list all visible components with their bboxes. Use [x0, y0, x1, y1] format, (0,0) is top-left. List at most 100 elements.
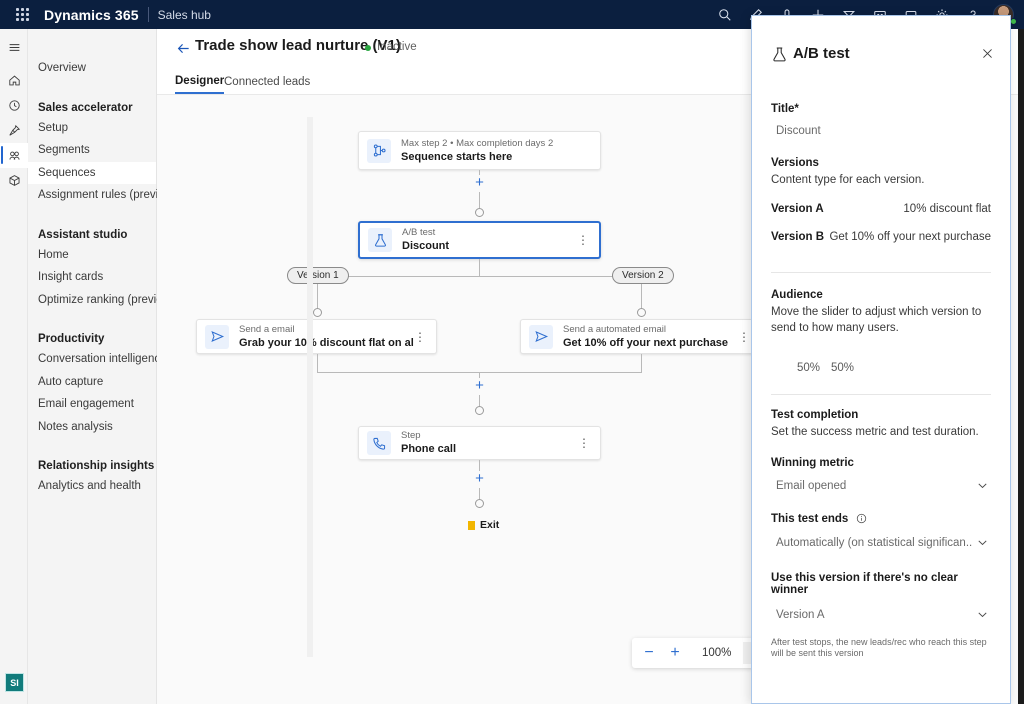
- add-step-button-1[interactable]: +: [471, 175, 488, 192]
- user-initials-badge[interactable]: SI: [5, 673, 24, 692]
- page-title: Trade show lead nurture (V1): [195, 37, 401, 54]
- connector-line: [479, 395, 480, 407]
- close-icon[interactable]: [981, 47, 994, 65]
- sidebar-item-analytics-and-health[interactable]: Analytics and health: [38, 480, 141, 493]
- sequence-node-email-a[interactable]: Send a email Grab your 10% discount flat…: [196, 319, 437, 354]
- node-more-options-button[interactable]: ⋮: [577, 233, 589, 247]
- version-a-value[interactable]: 10% discount flat: [903, 203, 991, 215]
- search-icon[interactable]: [709, 0, 740, 29]
- connector-line: [641, 284, 642, 309]
- winning-metric-select[interactable]: Email opened: [771, 475, 991, 497]
- sidebar-item-setup[interactable]: Setup: [38, 121, 69, 134]
- node-more-options-button[interactable]: ⋮: [578, 436, 590, 450]
- panel-title: A/B test: [793, 45, 850, 62]
- test-completion-description: Set the success metric and test duration…: [771, 426, 979, 438]
- home-icon[interactable]: [0, 68, 28, 93]
- audience-heading: Audience: [771, 289, 823, 301]
- left-icon-rail: SI: [0, 29, 28, 704]
- back-arrow-icon[interactable]: [175, 40, 191, 56]
- sidebar-item-insight-cards[interactable]: Insight cards: [38, 271, 104, 284]
- test-ends-select[interactable]: Automatically (on statistical significan…: [771, 532, 991, 554]
- brand-name[interactable]: Dynamics 365: [44, 6, 139, 23]
- zoom-level-value: 100%: [702, 647, 732, 659]
- sidebar-group-assistant-studio: Assistant studio: [38, 228, 128, 241]
- sales-accelerator-icon[interactable]: [0, 143, 28, 168]
- branch-label-version-2[interactable]: Version 2: [612, 267, 674, 284]
- brand-divider: [147, 7, 149, 22]
- sequence-node-email-b[interactable]: Send a automated email Get 10% off your …: [520, 319, 761, 354]
- sequence-node-phone-call[interactable]: Step Phone call ⋮: [358, 426, 601, 460]
- branch-label-version-1[interactable]: Version 1: [287, 267, 349, 284]
- winning-metric-label: Winning metric: [771, 457, 854, 469]
- connector-dot: [475, 208, 484, 217]
- section-divider: [771, 272, 991, 273]
- hamburger-menu-icon[interactable]: [0, 35, 28, 60]
- pinned-icon[interactable]: [0, 118, 28, 143]
- split-percent-a: 50%: [797, 362, 821, 374]
- version-a-row: Version A 10% discount flat: [771, 203, 991, 215]
- connector-line: [479, 460, 480, 472]
- canvas-scrollbar[interactable]: [307, 117, 313, 657]
- versions-heading: Versions: [771, 157, 819, 169]
- sidebar-item-email-engagement[interactable]: Email engagement: [38, 398, 134, 411]
- sequence-start-icon: [367, 138, 391, 163]
- connector-dot: [637, 308, 646, 317]
- connector-line: [479, 259, 480, 276]
- no-clear-winner-value: Version A: [776, 609, 825, 621]
- sidebar-nav: Overview Sales accelerator Setup Segment…: [28, 29, 177, 704]
- sidebar-item-notes-analysis[interactable]: Notes analysis: [38, 420, 113, 433]
- sequence-node-start[interactable]: Max step 2 • Max completion days 2 Seque…: [358, 131, 601, 170]
- sidebar-item-optimize-ranking[interactable]: Optimize ranking (preview): [38, 293, 175, 306]
- no-clear-winner-select[interactable]: Version A: [771, 604, 991, 626]
- exit-node: Exit: [468, 519, 499, 531]
- app-name[interactable]: Sales hub: [157, 7, 211, 22]
- status-dot: [365, 45, 371, 51]
- version-b-label: Version B: [771, 231, 825, 243]
- sidebar-item-sequences[interactable]: Sequences: [28, 161, 156, 184]
- connector-line: [317, 284, 318, 309]
- audience-split-slider[interactable]: 50% 50%: [771, 362, 991, 374]
- app-launcher-icon[interactable]: [0, 0, 44, 29]
- sidebar-item-segments[interactable]: Segments: [38, 144, 90, 157]
- chevron-down-icon: [976, 608, 989, 624]
- sidebar-item-overview[interactable]: Overview: [38, 62, 86, 75]
- ab-test-properties-panel: A/B test Title* Discount Versions Conten…: [751, 15, 1011, 704]
- version-b-value[interactable]: Get 10% off your next purchase: [829, 231, 991, 243]
- panel-header: A/B test: [752, 16, 1010, 68]
- recent-clock-icon[interactable]: [0, 93, 28, 118]
- no-clear-winner-note: After test stops, the new leads/rec who …: [771, 637, 987, 658]
- sidebar-item-home[interactable]: Home: [38, 248, 69, 261]
- chevron-down-icon: [976, 536, 989, 552]
- connector-line: [479, 192, 480, 208]
- window-scrollbar[interactable]: [1018, 29, 1024, 704]
- zoom-out-button[interactable]: −: [644, 644, 654, 661]
- box-cube-icon[interactable]: [0, 168, 28, 193]
- node-title: Phone call: [401, 443, 457, 455]
- version-a-label: Version A: [771, 203, 824, 215]
- tab-connected-leads[interactable]: Connected leads: [224, 75, 311, 88]
- status-badge: Inactive: [377, 41, 417, 53]
- versions-description: Content type for each version.: [771, 174, 925, 186]
- node-title: Sequence starts here: [401, 150, 513, 163]
- sequence-node-ab-test[interactable]: A/B test Discount ⋮: [358, 221, 601, 259]
- node-title: Get 10% off your next purchase: [563, 336, 729, 349]
- add-step-button-2[interactable]: +: [471, 378, 488, 395]
- tab-designer[interactable]: Designer: [175, 69, 225, 94]
- node-more-options-button[interactable]: ⋮: [414, 329, 426, 344]
- exit-label: Exit: [480, 519, 500, 531]
- sidebar-item-conversation-intelligence[interactable]: Conversation intelligence: [38, 353, 167, 366]
- section-divider: [771, 394, 991, 395]
- send-email-icon: [205, 324, 229, 349]
- node-title: Discount: [402, 240, 450, 252]
- info-icon[interactable]: [856, 513, 867, 524]
- zoom-in-button[interactable]: +: [670, 644, 680, 661]
- connector-dot: [475, 499, 484, 508]
- sidebar-group-productivity: Productivity: [38, 333, 105, 345]
- exit-flag-icon: [468, 520, 475, 530]
- node-more-options-button[interactable]: ⋮: [738, 329, 750, 344]
- add-step-button-3[interactable]: +: [471, 471, 488, 488]
- connector-line: [641, 354, 642, 372]
- sidebar-item-auto-capture[interactable]: Auto capture: [38, 375, 104, 388]
- sidebar-item-assignment-rules[interactable]: Assignment rules (preview): [38, 189, 177, 202]
- title-input[interactable]: Discount: [776, 125, 821, 137]
